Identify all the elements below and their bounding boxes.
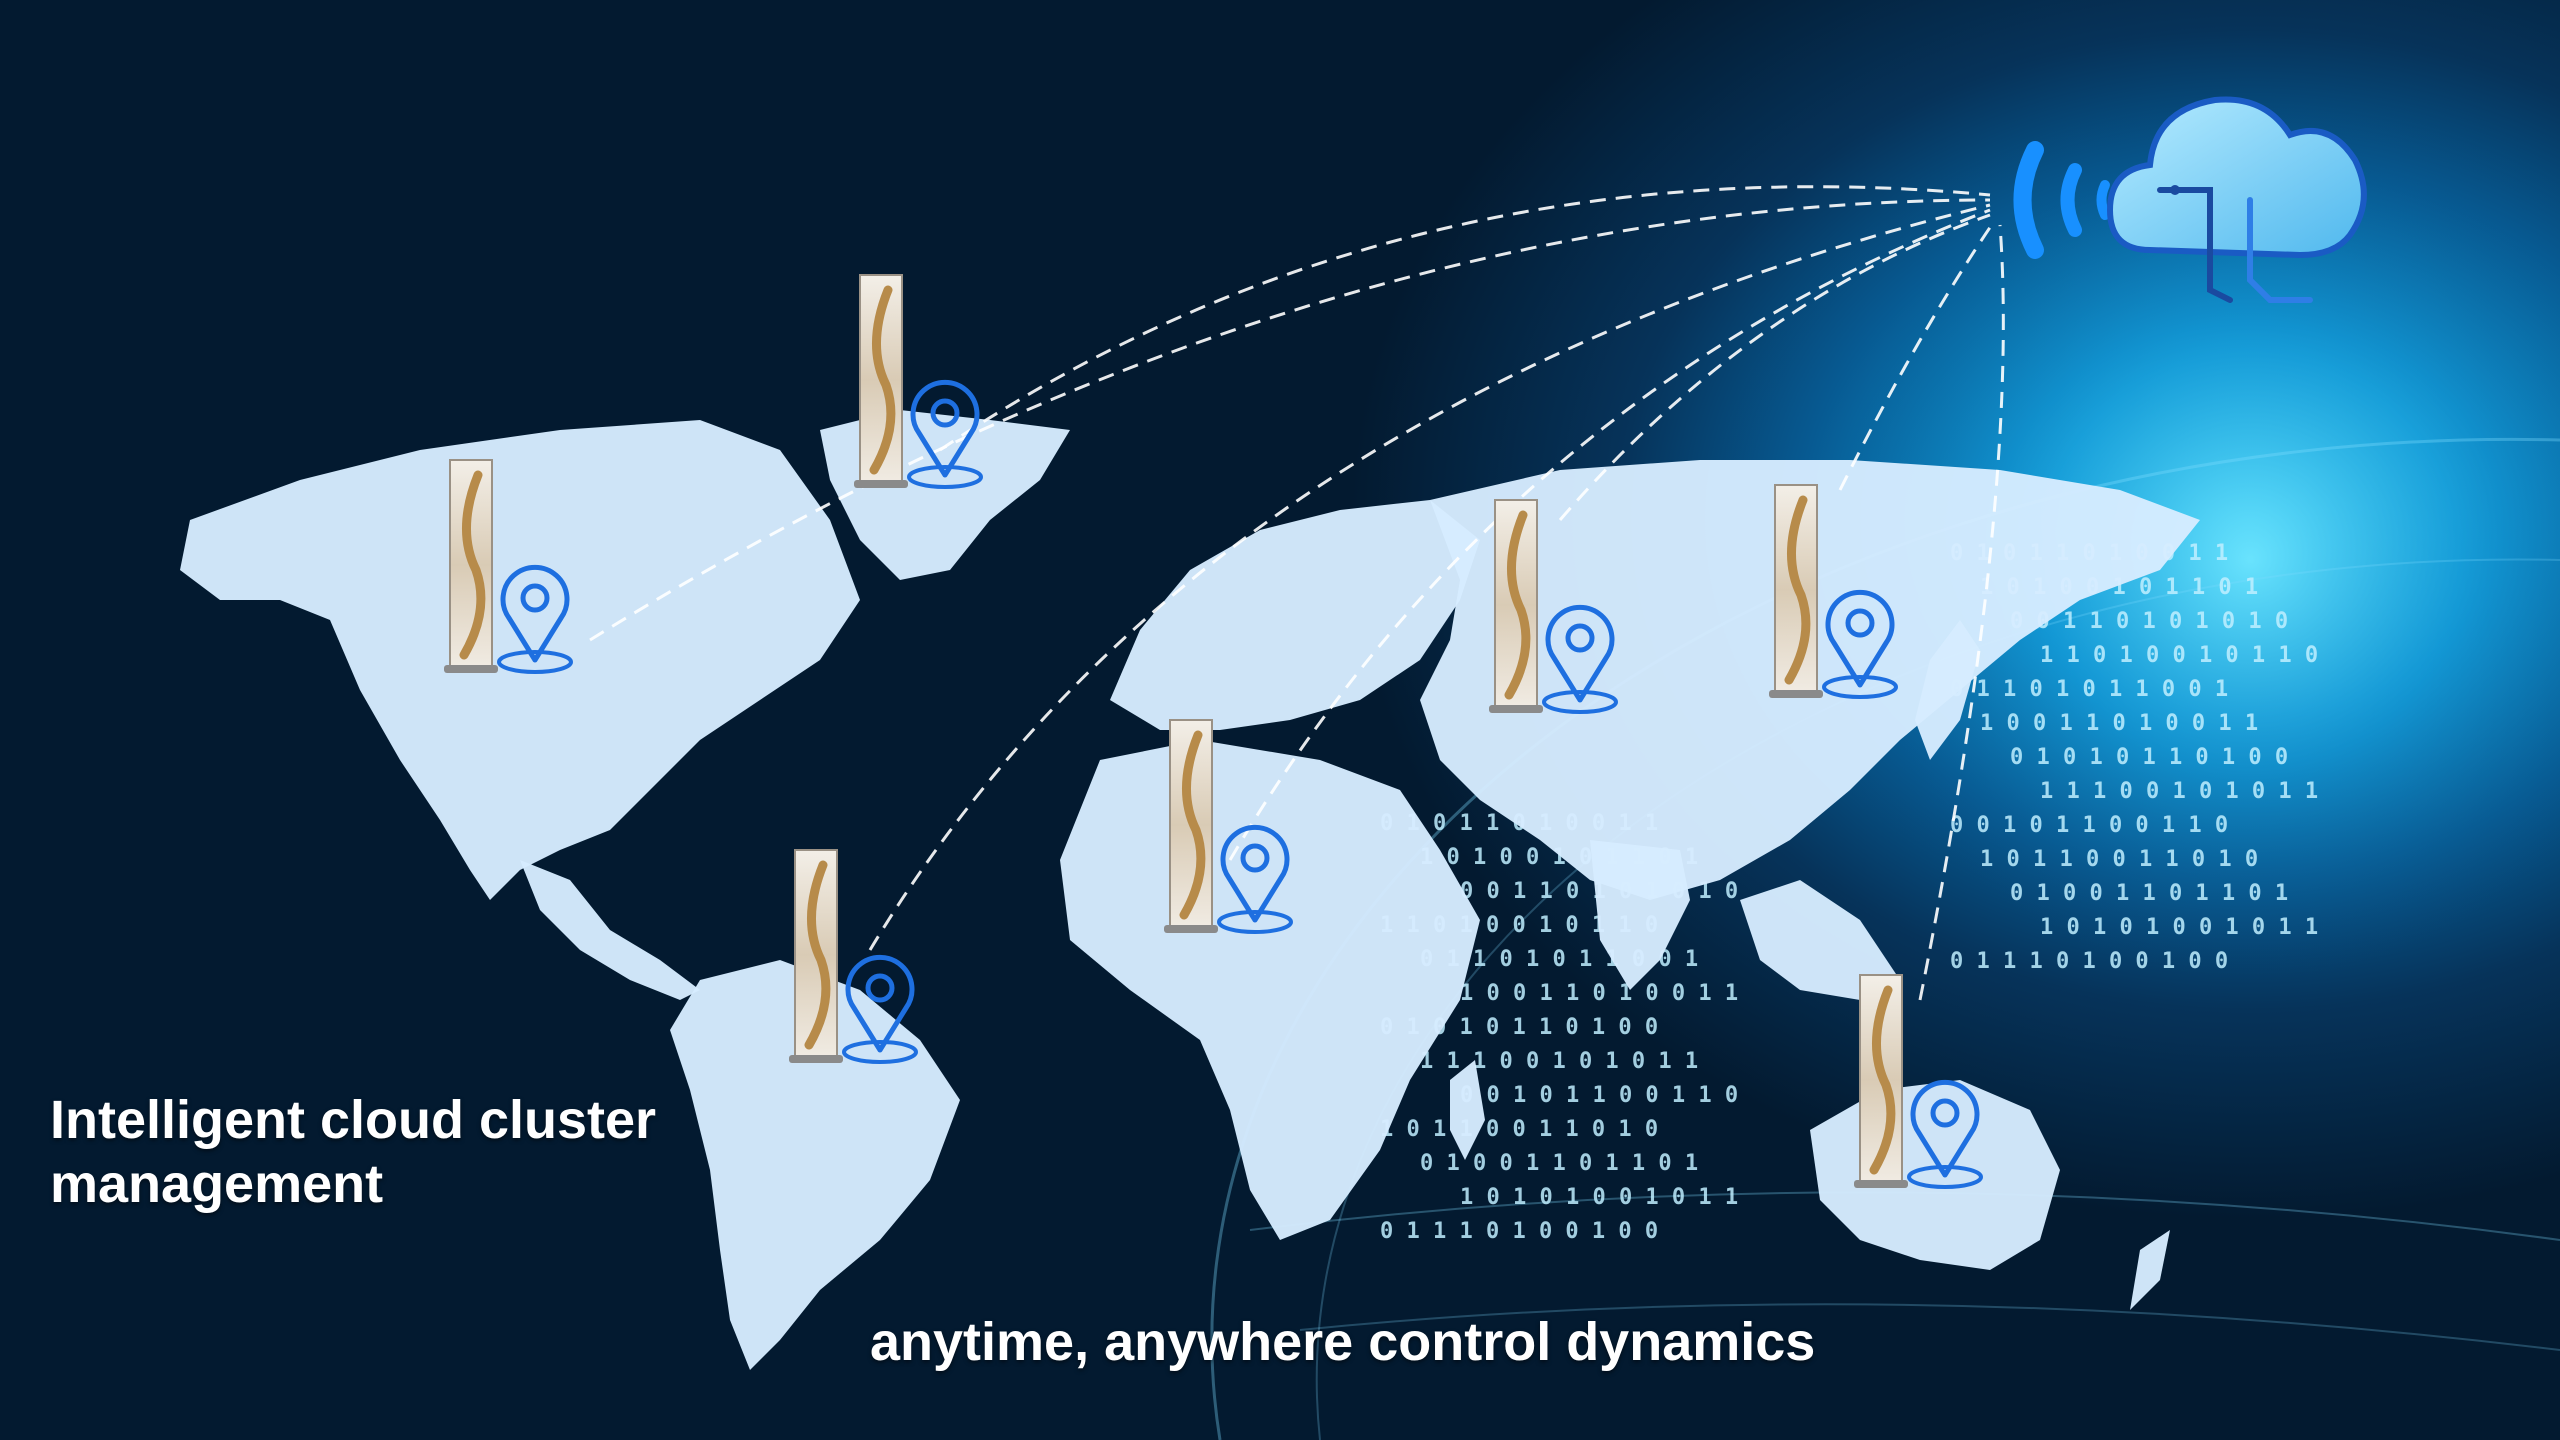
binary-row: 0 0 1 0 1 1 0 0 1 1 0 (1950, 813, 2228, 838)
device-marker-africa[interactable] (1164, 719, 1293, 934)
device-marker-south-america[interactable] (789, 849, 918, 1064)
kiosk-display-icon (854, 274, 908, 488)
location-pin-icon (842, 954, 918, 1064)
continent-india (1590, 840, 1690, 990)
continent-central-america (520, 860, 700, 1000)
headline-line-1: Intelligent cloud cluster (50, 1090, 657, 1150)
device-marker-greenland[interactable] (854, 274, 983, 489)
location-pin-icon (497, 564, 573, 674)
binary-row: 0 0 1 0 1 1 0 0 1 1 0 (1460, 1083, 1738, 1108)
cloud-hub-icon (2106, 96, 2367, 303)
connection-line-south-america (868, 203, 1991, 951)
continent-greenland (820, 410, 1070, 580)
location-pin-icon (1217, 824, 1293, 934)
connection-line-north-america (589, 198, 1991, 642)
kiosk-display-icon (1489, 499, 1543, 713)
binary-row: 0 1 1 1 0 1 0 0 1 0 0 (1380, 1219, 1658, 1244)
connection-line-east-asia (1838, 219, 1997, 491)
binary-row: 1 0 1 0 1 0 0 1 0 1 1 (2040, 915, 2318, 940)
continent-southeast-asia (1740, 880, 1900, 1000)
connection-line-greenland (939, 185, 1991, 452)
headline-line-2: management (50, 1154, 384, 1214)
device-marker-australia[interactable] (1854, 974, 1983, 1189)
binary-row: 1 0 1 1 0 0 1 1 0 1 0 (1980, 847, 2258, 872)
kiosk-display-icon (1769, 484, 1823, 698)
binary-row: 1 1 1 0 0 1 0 1 0 1 1 (1420, 1049, 1698, 1074)
connection-lines (589, 185, 2005, 1001)
connection-line-central-asia (1558, 213, 1991, 521)
continent-madagascar (1450, 1060, 1485, 1160)
connection-line-australia (1918, 224, 2005, 1001)
binary-row: 1 0 0 1 1 0 1 0 0 1 1 (1460, 981, 1738, 1006)
location-pin-icon (1822, 589, 1898, 699)
kiosk-display-icon (444, 459, 498, 673)
device-marker-north-america[interactable] (444, 459, 573, 674)
binary-row: 1 1 0 1 0 0 1 0 1 1 0 (2040, 643, 2318, 668)
binary-row: 1 0 1 0 1 0 0 1 0 1 1 (1460, 1185, 1738, 1210)
binary-row: 1 0 1 1 0 0 1 1 0 1 0 (1380, 1117, 1658, 1142)
connection-line-africa (1228, 208, 1991, 861)
location-pin-icon (1907, 1079, 1983, 1189)
binary-row: 0 1 1 1 0 1 0 0 1 0 0 (1950, 949, 2228, 974)
headline: Intelligent cloud cluster management (50, 1088, 770, 1216)
kiosk-display-icon (789, 849, 843, 1063)
device-marker-east-asia[interactable] (1769, 484, 1898, 699)
binary-row: 1 1 1 0 0 1 0 1 0 1 1 (2040, 779, 2318, 804)
binary-row: 1 0 0 1 1 0 1 0 0 1 1 (1980, 711, 2258, 736)
tagline: anytime, anywhere control dynamics (870, 1312, 1816, 1372)
binary-row: 0 1 0 0 1 1 0 1 1 0 1 (2010, 881, 2288, 906)
device-markers (444, 274, 1983, 1189)
binary-row: 0 1 0 0 1 1 0 1 1 0 1 (1420, 1151, 1698, 1176)
continent-africa (1060, 740, 1480, 1240)
kiosk-display-icon (1164, 719, 1218, 933)
wifi-signal-icon (2013, 141, 2110, 259)
binary-row: 0 1 0 1 0 1 1 0 1 0 0 (2010, 745, 2288, 770)
location-pin-icon (1542, 604, 1618, 714)
location-pin-icon (907, 379, 983, 489)
kiosk-display-icon (1854, 974, 1908, 1188)
device-marker-central-asia[interactable] (1489, 499, 1618, 714)
continent-japan (1915, 620, 1980, 760)
continent-europe (1110, 500, 1480, 730)
binary-row: 0 1 1 0 1 0 1 1 0 0 1 (1950, 677, 2228, 702)
continent-north-america (180, 420, 860, 900)
continent-new-zealand (2130, 1230, 2170, 1310)
